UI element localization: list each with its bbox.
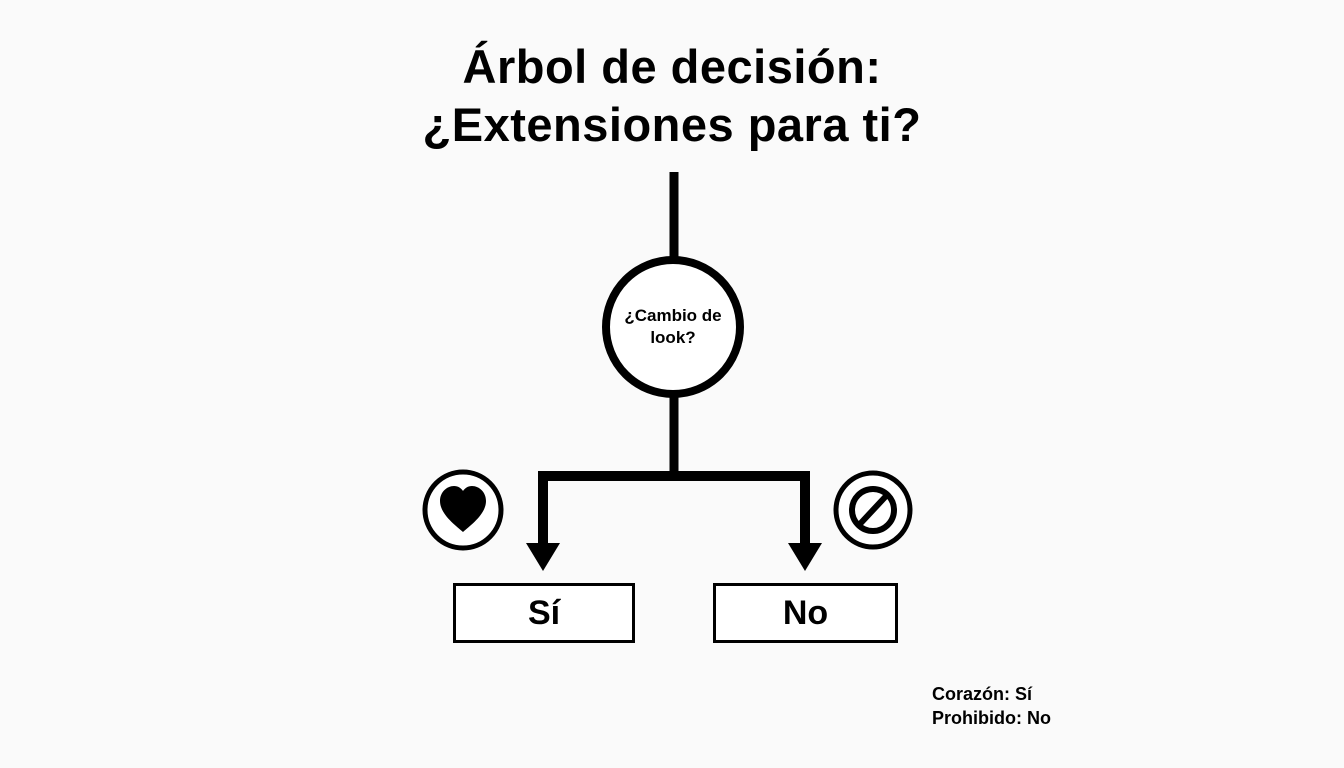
title-line-2: ¿Extensiones para ti? [422,98,922,151]
arrow-yes-icon [526,543,560,571]
outcome-yes-box: Sí [453,583,635,643]
prohibited-icon [833,470,913,550]
diagram-title: Árbol de decisión: ¿Extensiones para ti? [0,38,1344,154]
branch-split-line [538,471,810,548]
outcome-no-box: No [713,583,898,643]
legend-item-heart: Corazón: Sí [932,684,1033,704]
outcome-no-label: No [782,593,829,632]
heart-icon [422,469,504,551]
legend-item-prohibited: Prohibido: No [932,708,1051,728]
question-line-2: look? [650,328,696,347]
legend: Corazón: Sí Prohibido: No [932,682,1051,730]
decision-question: ¿Cambio de look? [603,305,743,349]
arrow-no-icon [788,543,822,571]
outcome-yes-label: Sí [527,593,561,632]
question-line-1: ¿Cambio de [624,306,722,325]
title-line-1: Árbol de decisión: [462,40,882,93]
